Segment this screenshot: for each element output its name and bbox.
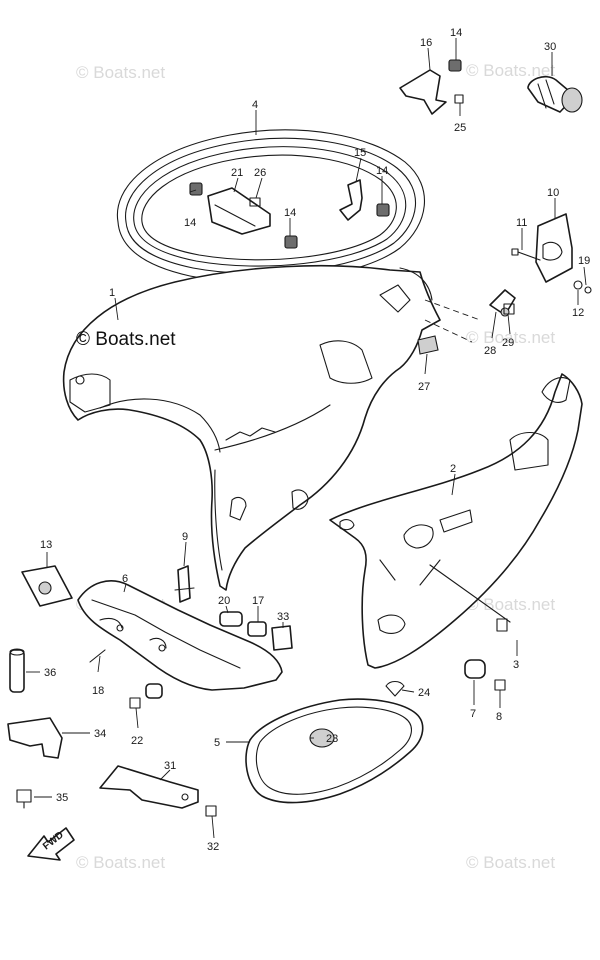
watermark: © Boats.net (466, 595, 555, 614)
callout-number: 12 (572, 307, 584, 319)
callout-number: 18 (92, 685, 104, 697)
callout-number: 16 (420, 37, 432, 49)
bracket-31-part (99, 765, 199, 809)
callout-number: 35 (56, 792, 68, 804)
clip-part (174, 565, 195, 603)
callout-number: 8 (496, 711, 502, 723)
callout-number: 31 (164, 760, 176, 772)
leader-lines (26, 38, 587, 839)
callout-number: 27 (418, 381, 430, 393)
callout-number: 17 (252, 595, 264, 607)
cushion-part (189, 182, 203, 196)
callout-number: 1 (109, 287, 115, 299)
pipe-part (9, 649, 25, 693)
callout-number: 34 (94, 728, 106, 740)
pin-part (517, 251, 541, 261)
callout-number: 3 (513, 659, 519, 671)
watermark: © Boats.net (76, 63, 165, 82)
callout-number: 36 (44, 667, 56, 679)
callout-number: 21 (231, 167, 243, 179)
cushion-part (448, 59, 462, 72)
watermark: © Boats.net (466, 853, 555, 872)
washer-part (573, 280, 583, 290)
callout-number: 24 (418, 687, 430, 699)
handle-bracket-part (535, 213, 573, 283)
callout-number: 5 (214, 737, 220, 749)
callout-number: 14 (284, 207, 296, 219)
bracket-15-part (339, 179, 363, 221)
callout-number: 25 (454, 122, 466, 134)
grommet-part (527, 75, 583, 113)
callout-number: 20 (218, 595, 230, 607)
callout-number: 2 (450, 463, 456, 475)
callout-number: 14 (184, 217, 196, 229)
callout-number: 22 (131, 735, 143, 747)
callout-number: 6 (122, 573, 128, 585)
watermark: © Boats.net (466, 328, 555, 347)
bushing-7-part (464, 659, 486, 679)
bracket-34-part (7, 717, 63, 759)
watermark: © Boats.net (466, 61, 555, 80)
hinge-part (489, 289, 516, 317)
assembly-line (424, 319, 473, 343)
callout-number: 4 (252, 99, 258, 111)
plug-part (385, 680, 405, 697)
callout-number: 29 (502, 337, 514, 349)
gasket-plate-part (245, 698, 424, 804)
callout-number: 14 (450, 27, 462, 39)
callout-number: 19 (578, 255, 590, 267)
bracket-16-part (399, 69, 447, 115)
cushion-part (284, 235, 298, 249)
grommet-33-part (271, 625, 293, 651)
watermark-overlay: © Boats.net (76, 329, 176, 350)
seal-ring-part (116, 129, 426, 283)
cushion-part (376, 203, 390, 217)
callout-number: 26 (254, 167, 266, 179)
bracket-21-part (207, 187, 271, 235)
callout-number: 14 (376, 165, 388, 177)
callout-number: 32 (207, 841, 219, 853)
collar-22-part (145, 683, 163, 699)
side-cover-left-part (62, 264, 441, 591)
collar-part (219, 611, 243, 627)
callout-number: 30 (544, 41, 556, 53)
callout-number: 28 (484, 345, 496, 357)
callout-number: 11 (516, 217, 527, 229)
bushing-part (247, 621, 267, 637)
callout-number: 33 (277, 611, 289, 623)
callout-number: 7 (470, 708, 476, 720)
callout-number: 13 (40, 539, 52, 551)
callout-labels: 1 2 3 4 5 6 7 8 9 10 11 12 13 14 14 14 1… (40, 27, 590, 853)
fwd-arrow-icon: FWD (27, 827, 75, 861)
pin-18-part (89, 649, 106, 663)
callout-number: 23 (326, 733, 338, 745)
callout-number: 15 (354, 147, 366, 159)
callout-number: 10 (547, 187, 559, 199)
watermark: © Boats.net (76, 853, 165, 872)
washer-part (584, 286, 592, 294)
pin-head-part (511, 248, 519, 256)
callout-number: 9 (182, 531, 188, 543)
plate-part (21, 565, 73, 607)
side-cover-right-part (329, 373, 583, 669)
bottom-bracket-part (77, 580, 283, 691)
clip-27-part (417, 335, 439, 355)
